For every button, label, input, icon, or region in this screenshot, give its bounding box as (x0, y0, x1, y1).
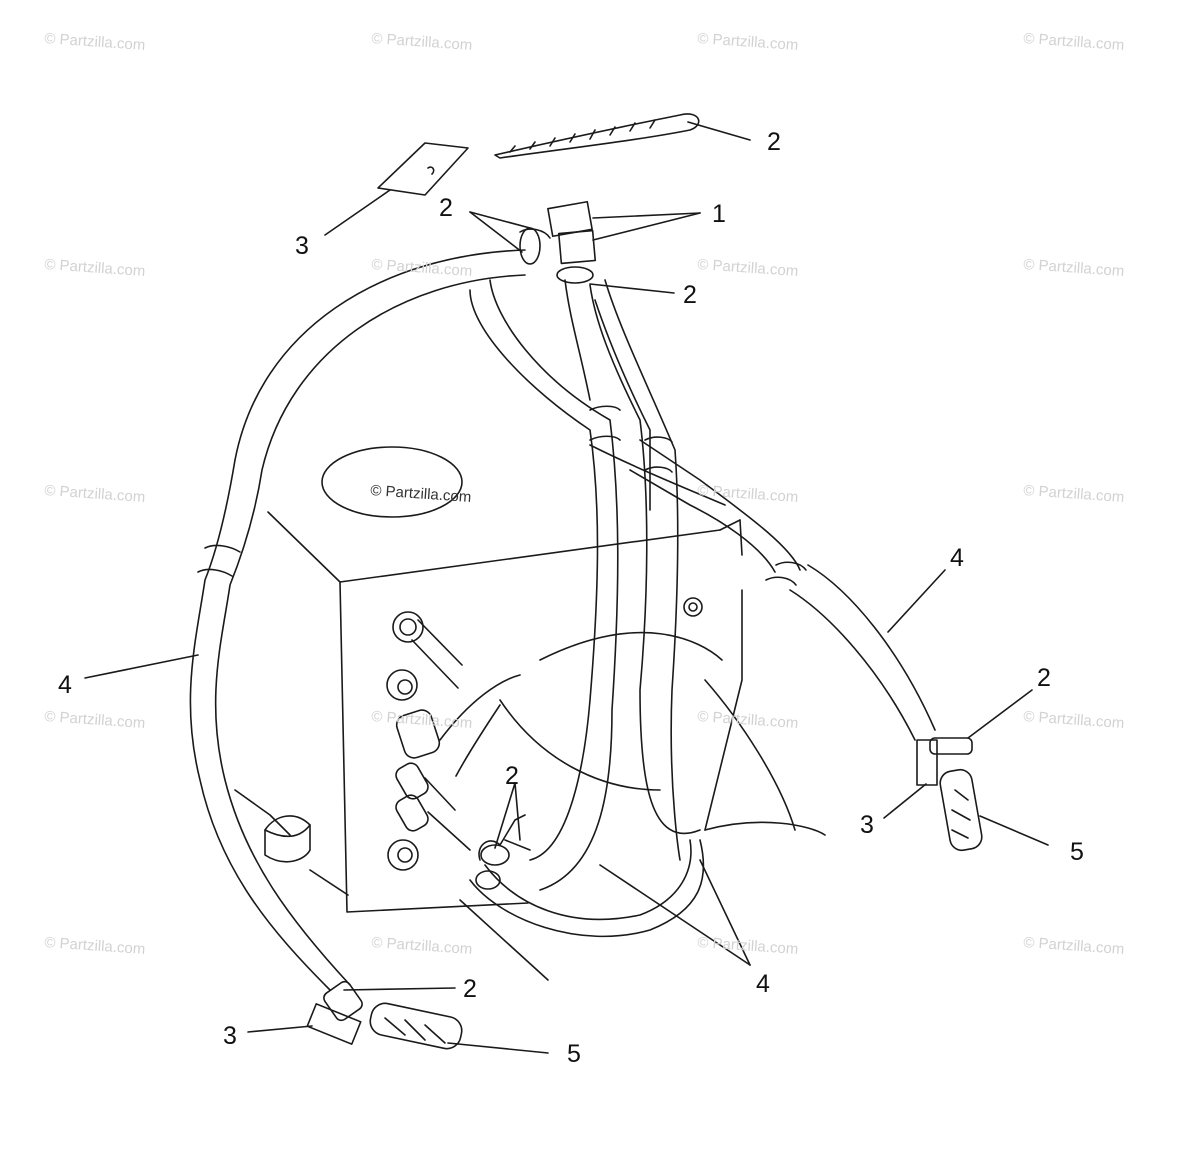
hose-left (189, 249, 526, 991)
callout-2: 2 (683, 281, 697, 309)
callout-3: 3 (223, 1022, 237, 1050)
hose-right (765, 561, 936, 741)
oil-tank (234, 444, 826, 981)
loose-parts (377, 113, 700, 196)
callout-1: 1 (712, 200, 726, 228)
callout-4: 4 (756, 970, 770, 998)
callout-2: 2 (505, 762, 519, 790)
callout-2: 2 (767, 128, 781, 156)
filler-cap (321, 446, 463, 518)
tank-fittings (264, 597, 703, 871)
clamps-and-filters (306, 227, 983, 1050)
callout-4: 4 (950, 544, 964, 572)
callout-3: 3 (295, 232, 309, 260)
hose-center (469, 279, 801, 938)
callout-4: 4 (58, 671, 72, 699)
elbow-fitting (519, 200, 597, 265)
callout-5: 5 (1070, 838, 1084, 866)
callout-3: 3 (860, 811, 874, 839)
callout-2: 2 (439, 194, 453, 222)
leader-lines (84, 121, 1049, 1054)
callout-2: 2 (1037, 664, 1051, 692)
callout-5: 5 (567, 1040, 581, 1068)
callout-2: 2 (463, 975, 477, 1003)
